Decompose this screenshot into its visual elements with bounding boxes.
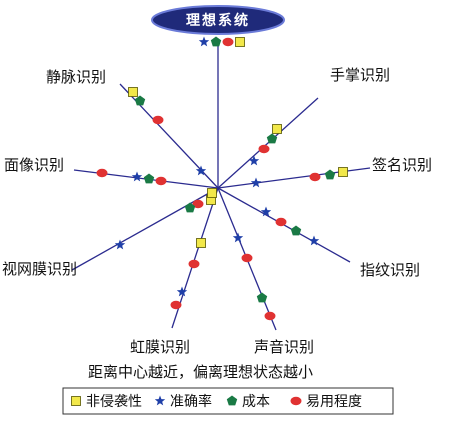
blue-star-icon [248, 155, 260, 166]
title-banner [151, 5, 285, 35]
yellow-square-icon [128, 87, 138, 97]
red-ellipse-icon [258, 144, 270, 154]
green-pentagon-icon [290, 225, 302, 236]
yellow-square-icon [338, 167, 348, 177]
green-pentagon-icon [134, 95, 146, 106]
yellow-square-icon [272, 124, 282, 134]
red-ellipse-icon [170, 300, 182, 310]
legend-box [62, 387, 394, 415]
spokes [71, 40, 371, 331]
blue-star-icon [195, 165, 207, 176]
blue-star-icon [260, 206, 272, 217]
legend-label-ease: 易用程度 [306, 394, 362, 410]
red-ellipse-icon [275, 217, 287, 227]
red-ellipse-icon [152, 115, 164, 125]
spoke-palm [217, 97, 319, 189]
red-ellipse-icon [222, 37, 234, 47]
axis-label-palm: 手掌识别 [330, 66, 390, 84]
blue-star-icon [114, 239, 126, 250]
red-ellipse-icon [192, 199, 204, 209]
diagram-title: 理想系统 [186, 12, 250, 29]
green-pentagon-icon [256, 292, 268, 303]
axis-label-iris: 虹膜识别 [130, 338, 190, 356]
blue-star-icon [232, 232, 244, 243]
red-ellipse-icon [155, 176, 167, 186]
axis-label-face: 面像识别 [4, 156, 64, 174]
axis-label-vein: 静脉识别 [46, 68, 106, 86]
legend-label-cost: 成本 [242, 394, 270, 410]
blue-star-icon [176, 286, 188, 297]
green-pentagon-icon [184, 202, 196, 213]
markers [96, 36, 348, 321]
red-ellipse-icon [188, 259, 200, 269]
red-ellipse-icon [241, 253, 253, 263]
axis-label-signature: 签名识别 [372, 156, 432, 174]
legend: 非侵袭性 准确率 成本 易用程度 [71, 393, 362, 410]
legend-label-non-invasive: 非侵袭性 [86, 393, 142, 410]
green-pentagon-icon [266, 133, 278, 144]
red-ellipse-icon [290, 396, 302, 406]
green-pentagon-icon [226, 395, 238, 406]
blue-star-icon [250, 177, 262, 188]
red-ellipse-icon [264, 311, 276, 321]
axis-label-voice: 声音识别 [254, 338, 314, 356]
green-pentagon-icon [210, 36, 222, 47]
blue-star-icon [154, 395, 166, 406]
blue-star-icon [308, 235, 320, 246]
blue-star-icon [198, 36, 210, 47]
yellow-square-icon [207, 188, 217, 198]
yellow-square-icon [235, 37, 245, 47]
red-ellipse-icon [96, 168, 108, 178]
green-pentagon-icon [143, 173, 155, 184]
diagram-caption: 距离中心越近，偏离理想状态越小 [88, 363, 313, 381]
yellow-square-icon [71, 396, 81, 406]
blue-star-icon [131, 171, 143, 182]
legend-label-accuracy: 准确率 [170, 393, 212, 410]
axis-label-retina: 视网膜识别 [2, 260, 77, 278]
axis-label-fingerprint: 指纹识别 [360, 261, 420, 279]
red-ellipse-icon [309, 172, 321, 182]
green-pentagon-icon [324, 169, 336, 180]
yellow-square-icon [196, 238, 206, 248]
